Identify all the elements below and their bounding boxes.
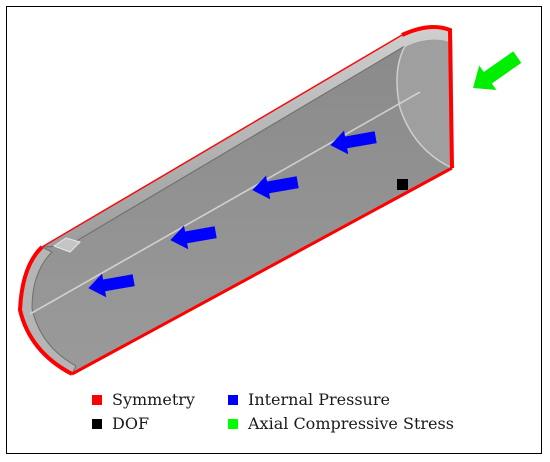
legend-label-dof: DOF (112, 414, 150, 433)
front-notch (52, 237, 81, 253)
symmetry-swatch (92, 394, 102, 405)
dof-swatch (92, 418, 102, 429)
legend-item-axial-stress: Axial Compressive Stress (228, 414, 454, 433)
symmetry-edge-bottom (71, 166, 453, 376)
inner-ridge-line (29, 91, 421, 315)
axial-stress-arrow (473, 51, 522, 91)
legend-label-axial-stress: Axial Compressive Stress (248, 414, 454, 433)
symmetry-edge-far (401, 24, 454, 169)
far-end-cap (396, 38, 453, 170)
symmetry-edge-near (17, 245, 73, 376)
legend-item-internal-pressure: Internal Pressure (228, 390, 390, 409)
legend-label-internal-pressure: Internal Pressure (248, 390, 390, 409)
symmetry-edge-top (41, 34, 403, 248)
dof-marker (397, 179, 408, 190)
shell-inner-surface (19, 38, 453, 375)
axial-stress-swatch (228, 418, 238, 429)
pressure-arrow-4 (330, 130, 377, 155)
internal-pressure-swatch (228, 394, 238, 405)
legend: Symmetry Internal Pressure DOF Axial Com… (92, 390, 492, 440)
legend-item-dof: DOF (92, 414, 149, 433)
pressure-arrow-3 (252, 175, 299, 200)
pressure-arrow-2 (170, 225, 217, 250)
legend-label-symmetry: Symmetry (112, 390, 195, 409)
pressure-arrow-1 (88, 273, 135, 298)
legend-item-symmetry: Symmetry (92, 390, 195, 409)
